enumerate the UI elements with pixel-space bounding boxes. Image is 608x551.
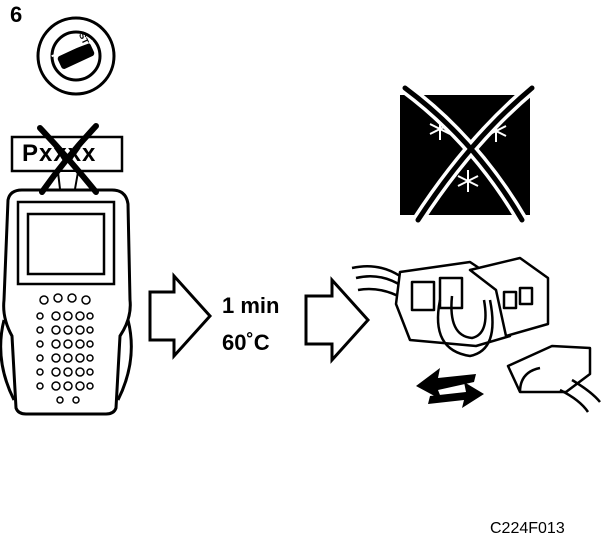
- scan-tool-code: Pxxxx: [22, 140, 97, 167]
- scan-tool-icon: [0, 188, 133, 416]
- ignition-key-icon: [36, 16, 116, 96]
- no-freezing-icon: [399, 82, 538, 226]
- prohibited-x-icon: [37, 123, 99, 195]
- right-arrow-icon: [304, 276, 371, 364]
- temperature-label: 60˚C: [222, 330, 270, 355]
- figure-code: C224F013: [490, 520, 565, 537]
- duration-label: 1 min: [222, 293, 280, 318]
- push-pull-arrows-icon: [416, 368, 484, 408]
- right-arrow-icon: [148, 272, 213, 360]
- step-number: 6: [10, 2, 23, 27]
- connector-icon: [351, 256, 601, 413]
